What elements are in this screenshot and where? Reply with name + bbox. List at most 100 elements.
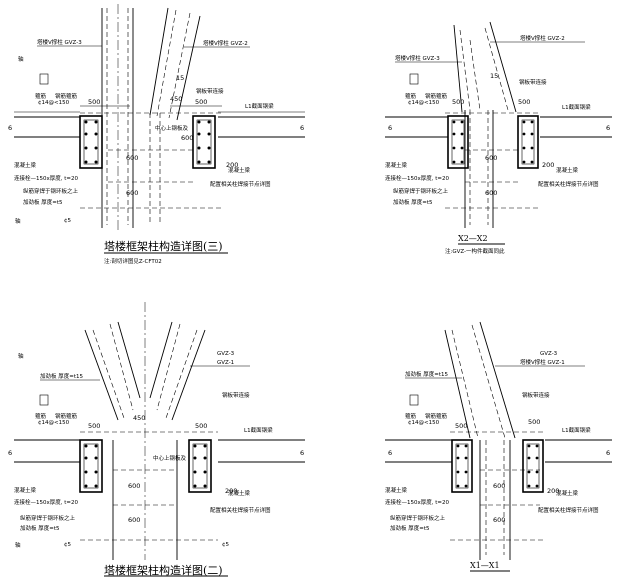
label-gvz3-3: GVZ-3 <box>217 351 235 357</box>
dim-450: 450 <box>170 95 182 103</box>
label-gvz1-3: GVZ-1 <box>217 360 234 366</box>
label-rebar-weld: 纵筋穿焊于钢环板之上 <box>23 187 79 195</box>
label-center-rib-3: 中心上钢板及 <box>153 454 187 462</box>
dim-600-a: 600 <box>126 154 138 162</box>
label-stiff-top-4: 加劲板 厚度=t15 <box>405 370 449 378</box>
label-concrete-4: 混凝土梁 <box>385 486 408 494</box>
label-stiff-top-3: 加劲板 厚度=t15 <box>40 372 84 380</box>
label-hoop-b-3: 钢筋箍筋 <box>55 412 78 420</box>
label-hoop-a-4: 箍筋 <box>405 412 417 420</box>
label-concrete-beam-r: 混凝土梁 <box>228 166 251 174</box>
label-gvz3: 塔楼V撑柱 GVZ-3 <box>37 38 82 46</box>
label-concrete-3: 混凝土梁 <box>14 486 37 494</box>
label-concrete-r-3: 混凝土梁 <box>228 489 251 497</box>
label-concrete-beam: 混凝土梁 <box>14 161 37 169</box>
label-hoop-b-4: 钢筋箍筋 <box>425 412 448 420</box>
label-grid5-3a: ¢5 <box>64 542 71 548</box>
panel-top-left: 6 6 500 500 600 600 600 200 450 15 <box>8 4 305 265</box>
dim-200-2: 200 <box>542 161 554 169</box>
label-l1-beam-4: L1截面钢梁 <box>562 426 591 434</box>
label-l1-beam-2: L1截面钢梁 <box>562 103 591 111</box>
label-rebar-weld-4: 纵筋穿焊于钢环板之上 <box>390 514 446 522</box>
title-bottom-right: X1—X1 <box>470 561 500 570</box>
dim-500-left-3: 500 <box>88 422 100 430</box>
label-welding-2: 配置相关柱焊接节点详图 <box>538 180 599 188</box>
label-center-rib: 中心上钢板及 <box>155 124 189 132</box>
label-stud-2: 连接栓—150x厚度, t=20 <box>385 174 450 182</box>
label-gvz3-2: 塔楼V撑柱 GVZ-3 <box>395 54 440 62</box>
note-top-right: 注:GVZ-一构件截面同此 <box>445 247 505 255</box>
dim-500-left: 500 <box>88 98 100 106</box>
panel-bottom-right: 6 6 500 500 600 600 200 GVZ-3 塔楼V撑柱 GVZ-… <box>385 321 612 572</box>
label-hoop-spec-3: ¢14@<150 <box>38 420 70 426</box>
axis-label: 轴 <box>18 55 24 63</box>
label-gvz1-4: 塔楼V撑柱 GVZ-1 <box>520 358 565 366</box>
dim-600-2a: 600 <box>485 154 497 162</box>
section-marker-left-2: 6 <box>388 124 392 132</box>
label-stud: 连接栓—150x厚度, t=20 <box>14 174 79 182</box>
dim-200: 200 <box>226 161 238 169</box>
title-top-right: X2—X2 <box>458 234 488 243</box>
label-hoop-b-2: 钢筋箍筋 <box>425 92 448 100</box>
label-concrete-r-4: 混凝土梁 <box>556 489 579 497</box>
dim-500-right-4: 500 <box>528 418 540 426</box>
label-rib-stiff-2: 钢板带连接 <box>519 78 547 86</box>
label-welding: 配置相关柱焊接节点详图 <box>210 180 271 188</box>
label-rib-stiff-4: 钢板带连接 <box>522 391 550 399</box>
label-hoop-spec-4: ¢14@<150 <box>408 420 440 426</box>
axis-label-3: 轴 <box>18 352 24 360</box>
dim-600-2b: 600 <box>485 189 497 197</box>
dim-500-right-2: 500 <box>518 98 530 106</box>
label-gvz2: 塔楼V撑柱 GVZ-2 <box>203 39 248 47</box>
dim-200-4: 200 <box>547 487 559 495</box>
label-stiff-2: 加劲板 厚度=t5 <box>393 198 433 206</box>
dim-500-left-2: 500 <box>452 98 464 106</box>
label-rebar-weld-3: 纵筋穿焊于钢环板之上 <box>20 514 76 522</box>
label-stud-4: 连接栓—150x厚度, t=20 <box>385 498 450 506</box>
dim-600-3b: 600 <box>128 516 140 524</box>
label-hoop-a-3: 箍筋 <box>35 412 47 420</box>
dim-15-2: 15 <box>490 72 498 80</box>
label-rebar-weld-2: 纵筋穿焊于钢环板之上 <box>393 187 449 195</box>
dim-200-3: 200 <box>225 487 237 495</box>
dim-500-right-3: 500 <box>195 422 207 430</box>
label-l1-beam: L1截面钢梁 <box>245 102 274 110</box>
panel-bottom-left: 6 6 500 500 600 600 200 450 GVZ-3 GVZ-1 … <box>8 302 305 577</box>
dim-600-4a: 600 <box>493 482 505 490</box>
dim-450-3: 450 <box>133 414 145 422</box>
label-concrete-r-2: 混凝土梁 <box>556 166 579 174</box>
label-gvz2-2: 塔楼V撑柱 GVZ-2 <box>520 34 565 42</box>
panel-top-right: 6 6 500 500 600 600 200 15 塔楼V撑柱 GVZ-2 塔… <box>385 21 612 255</box>
section-marker-right: 6 <box>300 124 304 132</box>
title-bottom-left: 塔楼框架柱构造详图(二) <box>104 563 223 577</box>
section-marker-left: 6 <box>8 124 12 132</box>
section-marker-right-3: 6 <box>300 449 304 457</box>
dim-500-right: 500 <box>195 98 207 106</box>
label-stiff-4: 加劲板 厚度=t5 <box>390 524 430 532</box>
label-axis-bottom: 轴 <box>15 217 21 225</box>
title-top-left: 塔楼框架柱构造详图(三) <box>104 239 223 253</box>
section-marker-right-2: 6 <box>606 124 610 132</box>
dim-600-4b: 600 <box>493 516 505 524</box>
section-marker-right-4: 6 <box>606 449 610 457</box>
label-rib-stiff: 钢板带连接 <box>196 87 224 95</box>
label-welding-4: 配置相关柱焊接节点详图 <box>538 506 599 514</box>
dim-600-c: 600 <box>181 134 193 142</box>
label-hoop-a: 箍筋 <box>35 92 47 100</box>
dim-600-b: 600 <box>126 189 138 197</box>
label-grid5: ¢5 <box>64 218 71 224</box>
section-marker-left-4: 6 <box>388 449 392 457</box>
label-l1-beam-3: L1截面钢梁 <box>244 426 273 434</box>
label-grid5-3b: ¢5 <box>222 542 229 548</box>
dim-600-3a: 600 <box>128 482 140 490</box>
label-hoop-spec-2: ¢14@<150 <box>408 100 440 106</box>
label-hoop-spec: ¢14@<150 <box>38 100 70 106</box>
label-rib-stiff-3: 钢板带连接 <box>222 391 250 399</box>
label-hoop-b: 钢筋箍筋 <box>55 92 78 100</box>
dim-500-left-4: 500 <box>455 422 467 430</box>
label-welding-3: 配置相关柱焊接节点详图 <box>210 506 271 514</box>
note-top-left: 注:剖切详图见Z-CFT02 <box>104 257 162 265</box>
label-stiff-3: 加劲板 厚度=t5 <box>20 524 60 532</box>
label-hoop-a-2: 箍筋 <box>405 92 417 100</box>
